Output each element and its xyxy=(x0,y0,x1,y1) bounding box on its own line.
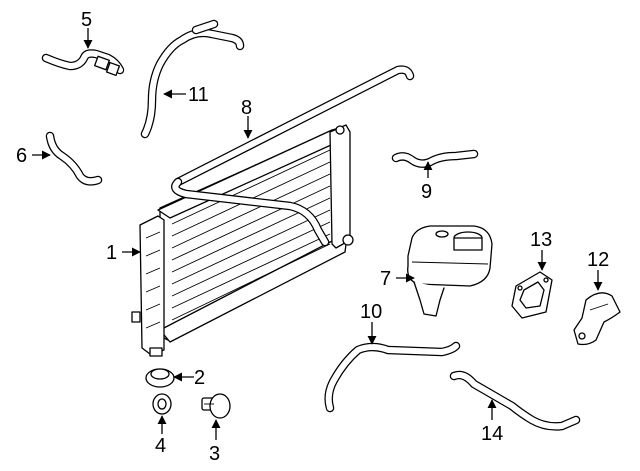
mounting-bracket xyxy=(573,292,621,346)
heater-hose-upper xyxy=(41,49,125,77)
callout-labels: 1 2 3 4 5 6 7 8 9 10 11 12 13 14 xyxy=(16,9,609,465)
bypass-hose xyxy=(140,19,245,139)
drain-plug xyxy=(201,393,231,419)
reservoir-bracket xyxy=(511,271,553,319)
coolant-reservoir xyxy=(407,225,493,317)
o-ring xyxy=(152,393,172,415)
lower-radiator-hose xyxy=(449,370,581,431)
callout-10: 10 xyxy=(360,301,382,323)
heater-hose-elbow xyxy=(45,131,103,186)
callout-7: 7 xyxy=(380,268,391,290)
drain-plug-seal xyxy=(145,368,175,388)
overflow-hose xyxy=(171,65,415,247)
callout-5: 5 xyxy=(81,9,92,31)
leader-lines xyxy=(32,28,603,440)
callout-13: 13 xyxy=(530,229,552,251)
radiator xyxy=(131,124,354,357)
callout-2: 2 xyxy=(194,367,205,389)
callout-3: 3 xyxy=(209,443,220,465)
callout-14: 14 xyxy=(481,423,503,445)
radiator-core-fins xyxy=(171,149,331,321)
callout-8: 8 xyxy=(241,97,252,119)
callout-12: 12 xyxy=(587,249,609,271)
callout-4: 4 xyxy=(155,435,166,457)
vent-hose xyxy=(391,149,479,168)
callout-11: 11 xyxy=(188,84,209,106)
upper-radiator-hose xyxy=(324,341,461,413)
callout-1: 1 xyxy=(106,242,117,264)
callout-6: 6 xyxy=(16,145,27,167)
callout-9: 9 xyxy=(421,181,432,203)
